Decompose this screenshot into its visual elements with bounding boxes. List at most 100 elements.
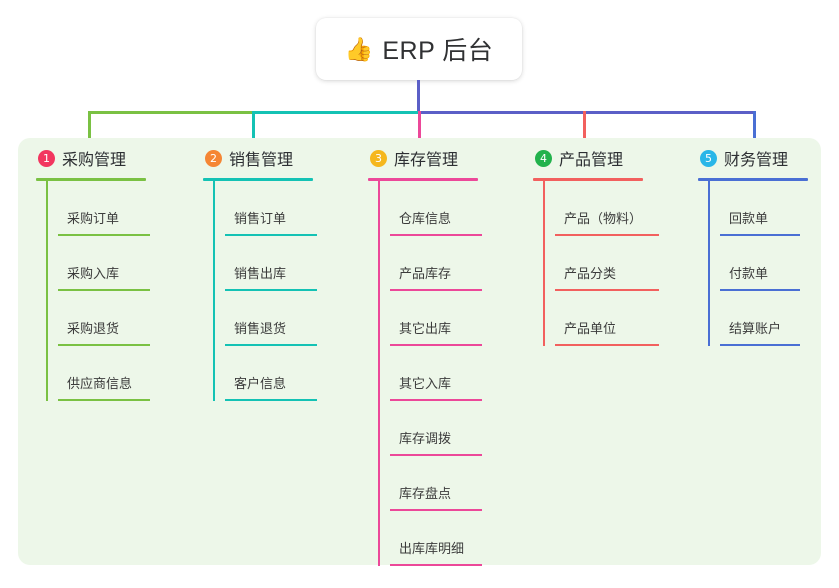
- leaf-item-label: 产品（物料）: [564, 211, 643, 226]
- branch-title: 产品管理: [559, 152, 624, 169]
- bus-segment-green: [88, 111, 254, 114]
- branch-index-badge: 1: [38, 149, 55, 167]
- root-stem-connector: [417, 80, 420, 113]
- branch-header-rule: [533, 178, 643, 181]
- leaf-item-rule: [58, 344, 150, 346]
- leaf-item-label: 采购订单: [67, 211, 120, 226]
- branch-title: 销售管理: [229, 152, 294, 169]
- leaf-item[interactable]: 产品库存: [390, 236, 482, 291]
- leaf-list: 仓库信息产品库存其它出库其它入库库存调拨库存盘点出库库明细: [378, 181, 482, 566]
- leaf-list: 产品（物料） 产品分类产品单位: [543, 181, 659, 346]
- branch-index-badge: 3: [370, 149, 387, 167]
- branch-header-rule: [368, 178, 478, 181]
- leaf-item-rule: [58, 234, 150, 236]
- branch-header-3[interactable]: 3 库存管理: [368, 146, 478, 170]
- leaf-item-label: 销售订单: [234, 211, 287, 226]
- leaf-item-rule: [58, 399, 150, 401]
- leaf-item[interactable]: 供应商信息: [58, 346, 150, 401]
- leaf-item-label: 供应商信息: [67, 376, 133, 391]
- leaf-item-label: 产品库存: [399, 266, 452, 281]
- leaf-item-rule: [390, 344, 482, 346]
- leaf-item[interactable]: 采购订单: [58, 181, 150, 236]
- leaf-item-rule: [555, 289, 659, 291]
- leaf-spine: [708, 181, 710, 346]
- leaf-item-rule: [390, 234, 482, 236]
- leaf-item[interactable]: 产品（物料）: [555, 181, 659, 236]
- branch-column-1: 1 采购管理采购订单采购入库采购退货供应商信息: [36, 146, 150, 401]
- leaf-item[interactable]: 其它入库: [390, 346, 482, 401]
- leaf-item-label: 库存调拨: [399, 431, 452, 446]
- branch-column-5: 5 财务管理回款单付款单结算账户: [698, 146, 808, 346]
- leaf-item-rule: [390, 399, 482, 401]
- leaf-item-rule: [390, 509, 482, 511]
- leaf-spine: [46, 181, 48, 401]
- branch-header-4[interactable]: 4 产品管理: [533, 146, 643, 170]
- leaf-item-label: 出库库明细: [399, 541, 465, 556]
- leaf-item[interactable]: 出库库明细: [390, 511, 482, 566]
- thumbs-up-icon: 👍: [344, 35, 374, 62]
- drop-product: [583, 111, 586, 141]
- leaf-item-label: 客户信息: [234, 376, 287, 391]
- branch-title: 采购管理: [62, 152, 127, 169]
- leaf-item[interactable]: 产品单位: [555, 291, 659, 346]
- leaf-item[interactable]: 库存盘点: [390, 456, 482, 511]
- leaf-item-rule: [225, 399, 317, 401]
- leaf-item[interactable]: 回款单: [720, 181, 808, 236]
- branch-header-rule: [698, 178, 808, 181]
- leaf-item-label: 采购退货: [67, 321, 120, 336]
- leaf-item-rule: [555, 234, 659, 236]
- leaf-item-rule: [555, 344, 659, 346]
- leaf-item-label: 结算账户: [729, 321, 782, 336]
- leaf-spine: [378, 181, 380, 566]
- root-node-title: ERP 后台: [382, 37, 494, 65]
- leaf-item-rule: [225, 234, 317, 236]
- leaf-item[interactable]: 结算账户: [720, 291, 808, 346]
- leaf-list: 采购订单采购入库采购退货供应商信息: [46, 181, 150, 401]
- leaf-item[interactable]: 采购入库: [58, 236, 150, 291]
- leaf-item[interactable]: 采购退货: [58, 291, 150, 346]
- leaf-item-label: 采购入库: [67, 266, 120, 281]
- branch-index-badge: 5: [700, 149, 717, 167]
- branch-header-1[interactable]: 1 采购管理: [36, 146, 146, 170]
- leaf-item[interactable]: 销售出库: [225, 236, 317, 291]
- leaf-item[interactable]: 销售退货: [225, 291, 317, 346]
- drop-finance: [753, 111, 756, 141]
- leaf-item-label: 付款单: [729, 266, 769, 281]
- leaf-item[interactable]: 其它出库: [390, 291, 482, 346]
- leaf-item-rule: [58, 289, 150, 291]
- drop-sales: [252, 111, 255, 141]
- leaf-item-label: 其它入库: [399, 376, 452, 391]
- leaf-item-rule: [720, 234, 800, 236]
- leaf-item-rule: [390, 564, 482, 566]
- leaf-item-label: 销售退货: [234, 321, 287, 336]
- leaf-item[interactable]: 仓库信息: [390, 181, 482, 236]
- branch-column-3: 3 库存管理仓库信息产品库存其它出库其它入库库存调拨库存盘点出库库明细: [368, 146, 482, 566]
- branch-index-badge: 2: [205, 149, 222, 167]
- leaf-list: 回款单付款单结算账户: [708, 181, 808, 346]
- leaf-item-rule: [720, 344, 800, 346]
- leaf-spine: [213, 181, 215, 401]
- branch-header-rule: [36, 178, 146, 181]
- bus-segment-teal: [252, 111, 420, 114]
- leaf-item[interactable]: 库存调拨: [390, 401, 482, 456]
- drop-purchase: [88, 111, 91, 141]
- branch-panel-background: [18, 138, 821, 565]
- branch-title: 财务管理: [724, 152, 789, 169]
- leaf-item[interactable]: 销售订单: [225, 181, 317, 236]
- bus-segment-purple: [418, 111, 755, 114]
- leaf-item[interactable]: 客户信息: [225, 346, 317, 401]
- branch-column-2: 2 销售管理销售订单销售出库销售退货客户信息: [203, 146, 317, 401]
- branch-header-rule: [203, 178, 313, 181]
- root-node-card[interactable]: 👍 ERP 后台: [316, 18, 522, 80]
- leaf-item-label: 回款单: [729, 211, 769, 226]
- branch-title: 库存管理: [394, 152, 459, 169]
- branch-index-badge: 4: [535, 149, 552, 167]
- branch-header-2[interactable]: 2 销售管理: [203, 146, 313, 170]
- leaf-item-label: 其它出库: [399, 321, 452, 336]
- drop-inventory: [418, 111, 421, 141]
- leaf-item[interactable]: 付款单: [720, 236, 808, 291]
- branch-header-5[interactable]: 5 财务管理: [698, 146, 808, 170]
- leaf-item[interactable]: 产品分类: [555, 236, 659, 291]
- leaf-item-label: 产品单位: [564, 321, 617, 336]
